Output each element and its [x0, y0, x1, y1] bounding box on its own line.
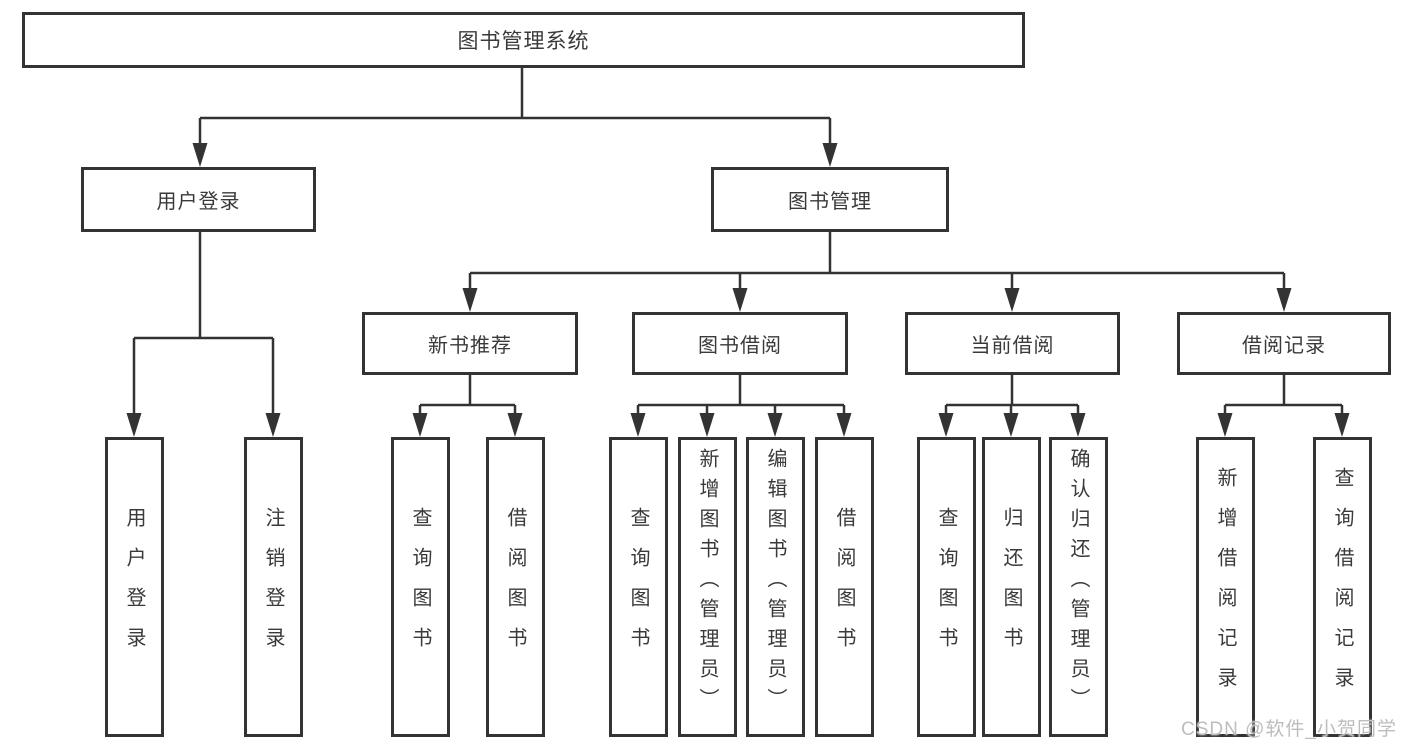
leaf-add-books-admin: 新增图书（管理员）: [678, 437, 737, 737]
node-label: 借阅图书: [833, 507, 855, 667]
node-label: 图书借阅: [698, 335, 782, 357]
node-label: 新增图书（管理员）: [696, 448, 718, 718]
node-label: 归还图书: [1000, 507, 1022, 667]
node-new-book-recommend: 新书推荐: [362, 312, 578, 375]
leaf-borrow-query-books: 查询图书: [609, 437, 668, 737]
node-label: 查询图书: [935, 507, 957, 667]
leaf-query-borrow-record: 查询借阅记录: [1313, 437, 1372, 737]
node-label: 查询图书: [627, 507, 649, 667]
node-label: 当前借阅: [970, 335, 1055, 357]
node-label: 注销登录: [262, 507, 284, 667]
leaf-edit-books-admin: 编辑图书（管理员）: [746, 437, 805, 737]
node-label: 借阅记录: [1242, 335, 1326, 357]
csdn-watermark: CSDN @软件_小贺同学: [1181, 719, 1397, 740]
node-book-management: 图书管理: [711, 167, 949, 232]
node-user-login: 用户登录: [81, 167, 316, 232]
node-label: 图书管理系统: [457, 30, 590, 53]
leaf-logout: 注销登录: [244, 437, 303, 737]
node-label: 图书管理: [788, 191, 872, 213]
node-label: 借阅图书: [504, 507, 526, 667]
node-label: 新增借阅记录: [1214, 467, 1236, 707]
leaf-current-query-books: 查询图书: [917, 437, 976, 737]
node-label: 新书推荐: [428, 335, 512, 357]
node-label: 查询借阅记录: [1331, 467, 1353, 707]
node-label: 查询图书: [409, 507, 431, 667]
leaf-recommend-borrow-books: 借阅图书: [486, 437, 545, 737]
leaf-recommend-query-books: 查询图书: [391, 437, 450, 737]
leaf-borrow-borrow-books: 借阅图书: [815, 437, 874, 737]
node-borrow-records: 借阅记录: [1177, 312, 1391, 375]
leaf-user-login: 用户登录: [105, 437, 164, 737]
node-library-system: 图书管理系统: [22, 12, 1025, 68]
node-current-borrow: 当前借阅: [905, 312, 1120, 375]
leaf-return-books: 归还图书: [982, 437, 1041, 737]
node-label: 用户登录: [156, 191, 241, 213]
node-label: 编辑图书（管理员）: [764, 448, 786, 718]
node-label: 确认归还（管理员）: [1067, 448, 1089, 718]
node-label: 用户登录: [123, 507, 145, 667]
node-book-borrow: 图书借阅: [632, 312, 848, 375]
arrowhead-icons: [126, 143, 1350, 437]
leaf-add-borrow-record: 新增借阅记录: [1196, 437, 1255, 737]
leaf-confirm-return-admin: 确认归还（管理员）: [1049, 437, 1108, 737]
